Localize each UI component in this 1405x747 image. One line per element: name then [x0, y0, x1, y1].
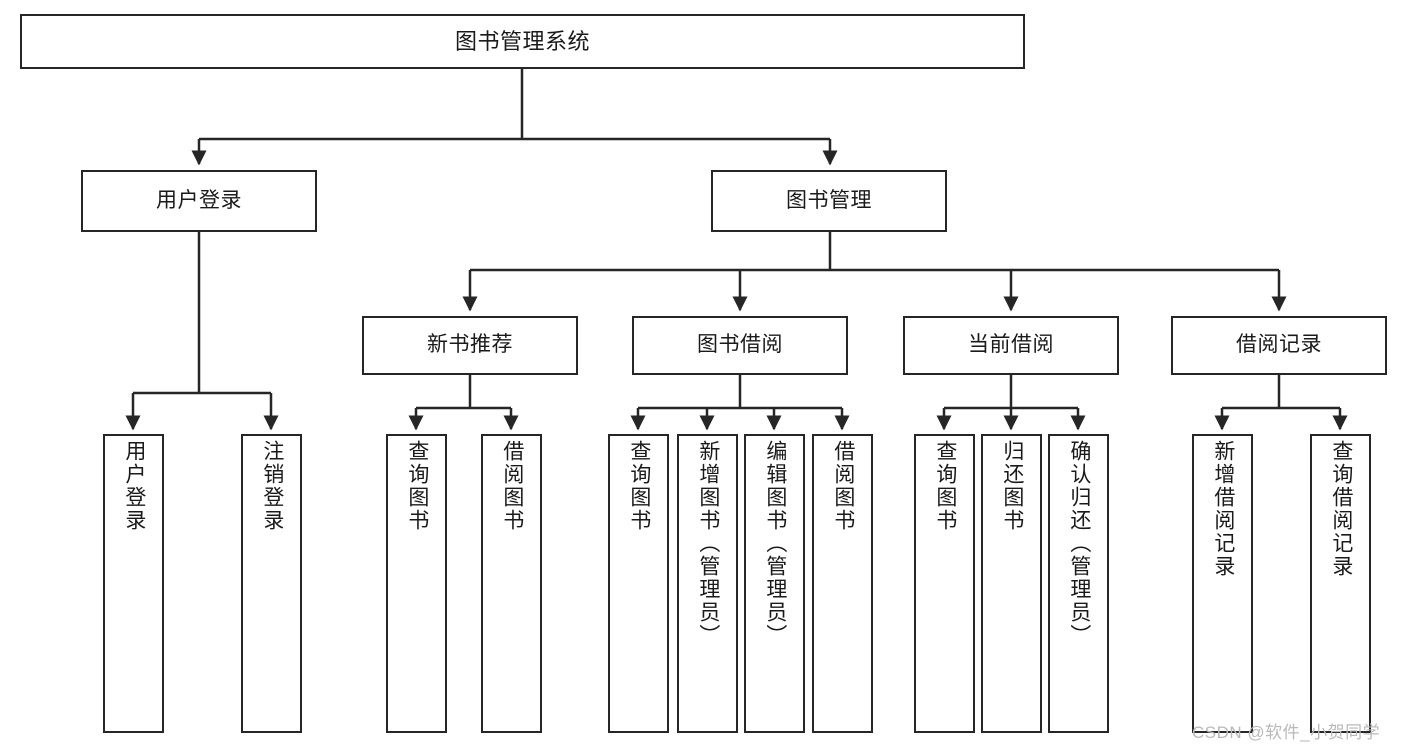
node-leaf-logout-label: 注销登录	[260, 440, 284, 532]
node-leaf-add-book[interactable]: 新增图书（管理员）	[677, 434, 738, 733]
node-leaf-query-book-1[interactable]: 查询图书	[386, 434, 447, 733]
node-leaf-return-book[interactable]: 归还图书	[981, 434, 1042, 733]
node-leaf-query-book-2-label: 查询图书	[627, 440, 651, 532]
node-leaf-add-record-label: 新增借阅记录	[1211, 440, 1235, 578]
node-leaf-user-login-label: 用户登录	[122, 440, 146, 532]
node-leaf-confirm-return[interactable]: 确认归还（管理员）	[1048, 434, 1109, 733]
node-leaf-confirm-return-label: 确认归还（管理员）	[1067, 440, 1091, 647]
node-user-login-label: 用户登录	[156, 188, 242, 212]
node-root-label: 图书管理系统	[454, 28, 590, 54]
node-book-manage[interactable]: 图书管理	[711, 170, 947, 232]
node-leaf-add-record[interactable]: 新增借阅记录	[1192, 434, 1253, 733]
node-leaf-edit-book[interactable]: 编辑图书（管理员）	[744, 434, 805, 733]
node-leaf-borrow-book-1[interactable]: 借阅图书	[481, 434, 542, 733]
node-leaf-logout[interactable]: 注销登录	[241, 434, 302, 733]
watermark: CSDN @软件_小贺同学	[1192, 723, 1381, 742]
node-root[interactable]: 图书管理系统	[20, 14, 1025, 69]
node-leaf-return-book-label: 归还图书	[1000, 440, 1024, 532]
node-leaf-user-login[interactable]: 用户登录	[103, 434, 164, 733]
node-leaf-query-book-3[interactable]: 查询图书	[914, 434, 975, 733]
node-leaf-query-book-2[interactable]: 查询图书	[608, 434, 669, 733]
node-leaf-borrow-book-1-label: 借阅图书	[500, 440, 524, 532]
node-borrow-record[interactable]: 借阅记录	[1171, 316, 1387, 375]
node-leaf-borrow-book-2[interactable]: 借阅图书	[812, 434, 873, 733]
node-new-book-rec-label: 新书推荐	[427, 333, 513, 357]
node-leaf-query-book-1-label: 查询图书	[405, 440, 429, 532]
node-book-manage-label: 图书管理	[786, 188, 872, 212]
node-new-book-rec[interactable]: 新书推荐	[362, 316, 578, 375]
node-current-borrow-label: 当前借阅	[968, 333, 1054, 357]
node-leaf-borrow-book-2-label: 借阅图书	[831, 440, 855, 532]
node-leaf-query-record-label: 查询借阅记录	[1329, 440, 1353, 578]
node-borrow-record-label: 借阅记录	[1236, 333, 1322, 357]
node-book-borrow-label: 图书借阅	[697, 333, 783, 357]
node-current-borrow[interactable]: 当前借阅	[903, 316, 1119, 375]
node-leaf-edit-book-label: 编辑图书（管理员）	[763, 440, 787, 647]
node-leaf-query-record[interactable]: 查询借阅记录	[1310, 434, 1371, 733]
node-book-borrow[interactable]: 图书借阅	[632, 316, 848, 375]
node-leaf-query-book-3-label: 查询图书	[933, 440, 957, 532]
node-leaf-add-book-label: 新增图书（管理员）	[696, 440, 720, 647]
node-user-login[interactable]: 用户登录	[81, 170, 317, 232]
